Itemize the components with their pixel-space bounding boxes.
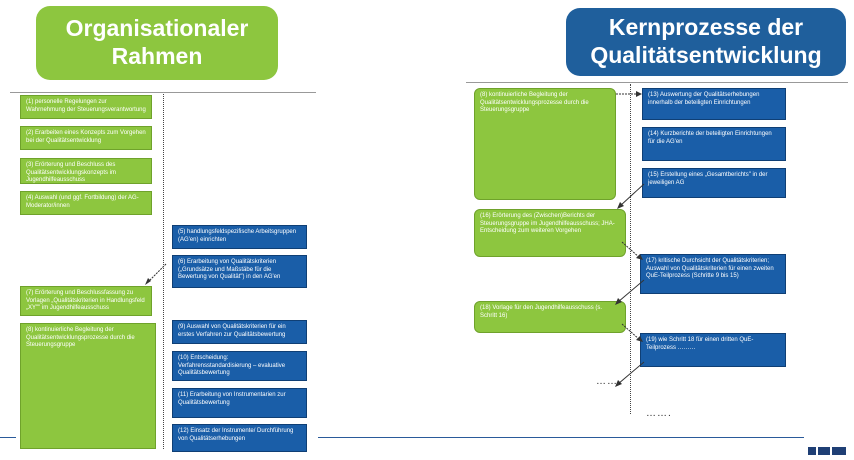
logo-mark	[808, 442, 852, 455]
step-14-box: (14) Kurzberichte der beteiligten Einric…	[642, 127, 786, 161]
arrow-8-to-13	[616, 91, 642, 97]
step-6-box: (6) Erarbeitung von Qualitätskriterien (…	[172, 255, 307, 288]
header-core-processes: Kernprozesse der Qualitätsentwicklung	[566, 8, 846, 76]
step-17-box: (17) kritische Durchsicht der Qualitätsk…	[640, 254, 786, 294]
footer-line-right	[318, 437, 804, 438]
right-dotted-divider	[630, 84, 631, 414]
arrow-16-to-17	[621, 241, 643, 260]
step-19-box: (19) wie Schritt 18 für einen dritten Qu…	[640, 333, 786, 367]
step-4-box: (4) Auswahl (und ggf. Fortbildung) der A…	[20, 191, 152, 215]
step-12-box: (12) Einsatz der Instrumente/ Durchführu…	[172, 424, 307, 452]
step-11-box: (11) Erarbeitung von Instrumentarien zur…	[172, 388, 307, 418]
right-top-separator	[466, 82, 848, 83]
continuation-dots-bottom: …….	[646, 408, 672, 419]
header-organisational-frame: Organisationaler Rahmen	[36, 6, 278, 80]
header-left-line2: Rahmen	[111, 43, 203, 69]
continuation-dots-left: …….	[596, 376, 622, 387]
step-9-box: (9) Auswahl von Qualitätskriterien für e…	[172, 320, 307, 344]
step-8-box-right: (8) kontinuierliche Begleitung der Quali…	[474, 88, 616, 200]
arrow-17-to-18	[615, 279, 645, 305]
step-8-box-left: (8) kontinuierliche Begleitung der Quali…	[20, 323, 156, 449]
left-arrow-6-to-7	[145, 263, 167, 285]
left-top-separator	[10, 92, 316, 93]
step-2-box: (2) Erarbeiten eines Konzepts zum Vorgeh…	[20, 126, 152, 150]
step-16-box: (16) Erörterung des (Zwischen)Berichts d…	[474, 209, 626, 257]
arrow-19-continue	[615, 361, 645, 387]
arrow-18-to-19	[621, 323, 643, 342]
step-15-box: (15) Erstellung eines „Gesamtberichts" i…	[642, 168, 786, 198]
step-18-box: (18) Vorlage für den Jugendhilfeausschus…	[474, 301, 626, 333]
header-right-line1: Kernprozesse der	[608, 14, 804, 41]
step-13-box: (13) Auswertung der Qualitätserhebungen …	[642, 88, 786, 120]
step-1-box: (1) personelle Regelungen zur Wahrnehmun…	[20, 95, 152, 119]
left-dotted-divider	[163, 94, 164, 449]
step-7-box: (7) Erörterung und Beschlussfassung zu V…	[20, 286, 152, 316]
arrow-15-to-16	[617, 183, 645, 209]
step-3-box: (3) Erörterung und Beschluss des Qualitä…	[20, 158, 152, 184]
header-left-line1: Organisationaler	[65, 15, 249, 42]
footer-line-left	[0, 437, 16, 438]
header-right-line2: Qualitätsentwicklung	[590, 42, 822, 68]
step-10-box: (10) Entscheidung: Verfahrensstandardisi…	[172, 351, 307, 381]
step-5-box: (5) handlungsfeldspezifische Arbeitsgrup…	[172, 225, 307, 249]
